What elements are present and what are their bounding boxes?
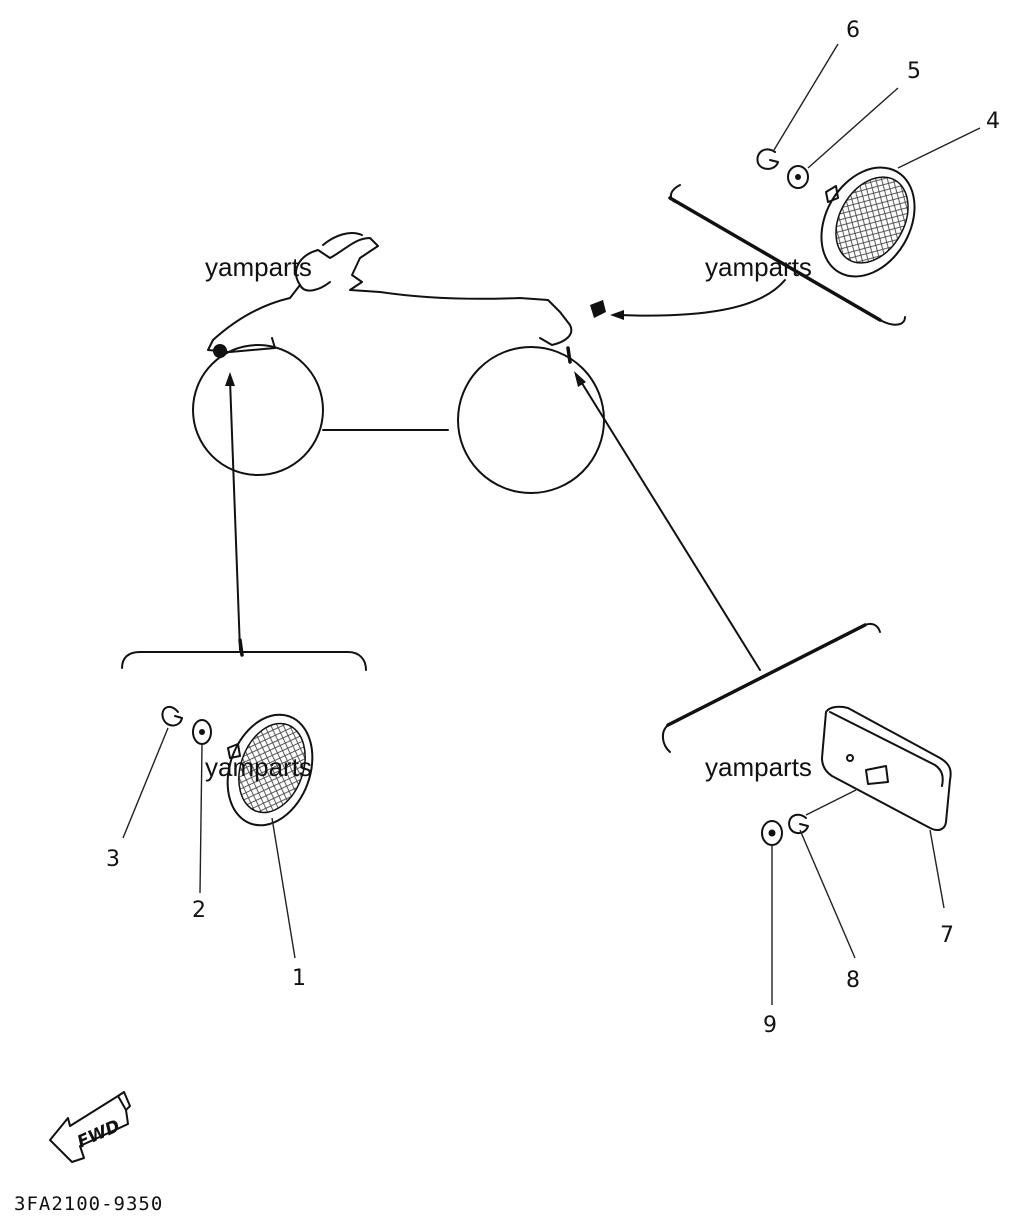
watermark: yamparts bbox=[205, 252, 312, 282]
reflector-4 bbox=[820, 166, 916, 278]
callout-7: 7 bbox=[940, 923, 954, 948]
rear-reflector-group bbox=[610, 43, 981, 326]
side-reflector-group bbox=[574, 371, 952, 1005]
callout-2: 2 bbox=[192, 898, 206, 923]
callout-6: 6 bbox=[846, 18, 860, 43]
fwd-label: FWD bbox=[74, 1116, 123, 1152]
callout-5: 5 bbox=[907, 59, 921, 84]
nut-6 bbox=[756, 148, 779, 170]
front-reflector-group bbox=[121, 372, 367, 959]
watermark: yamparts bbox=[705, 752, 812, 782]
nut-9 bbox=[761, 820, 783, 846]
callout-4: 4 bbox=[986, 109, 1000, 134]
reflector-1 bbox=[226, 713, 314, 827]
washer-5 bbox=[787, 165, 809, 189]
callout-1: 1 bbox=[292, 966, 306, 991]
nut-3 bbox=[161, 705, 183, 727]
watermark: yamparts bbox=[705, 252, 812, 282]
watermark: yamparts bbox=[205, 752, 312, 782]
callout-9: 9 bbox=[763, 1013, 777, 1038]
washer-2 bbox=[192, 719, 212, 745]
washer-8 bbox=[788, 813, 809, 834]
reflector-7 bbox=[821, 705, 952, 831]
forward-arrow-icon: FWD bbox=[49, 1091, 131, 1163]
callout-3: 3 bbox=[106, 847, 120, 872]
atv-outline bbox=[192, 232, 606, 494]
diagram-code: 3FA2100-9350 bbox=[14, 1193, 163, 1215]
callout-8: 8 bbox=[846, 968, 860, 993]
